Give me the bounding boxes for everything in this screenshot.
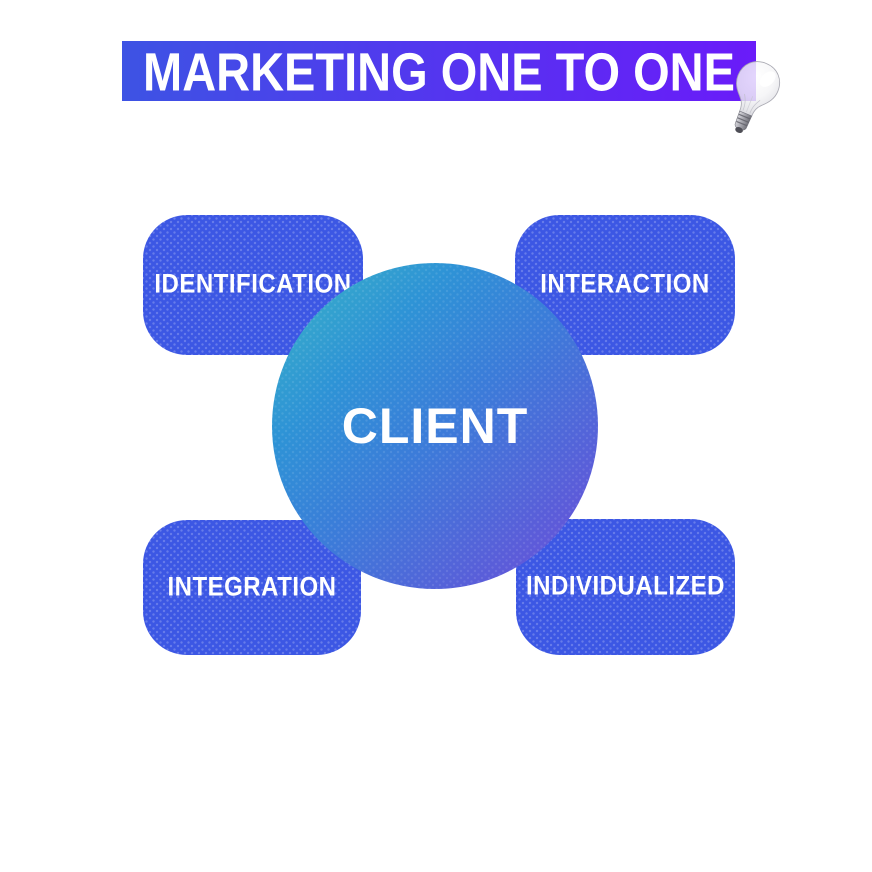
node-label: INTEGRATION xyxy=(167,572,337,602)
node-identification: IDENTIFICATION xyxy=(143,215,363,355)
node-label: INDIVIDUALIZED xyxy=(526,571,725,602)
node-label: INTERACTION xyxy=(540,269,710,300)
node-label: IDENTIFICATION xyxy=(154,269,352,300)
title-banner: MARKETING ONE TO ONE xyxy=(122,41,756,101)
page-title: MARKETING ONE TO ONE xyxy=(143,40,735,102)
node-individualized: INDIVIDUALIZED xyxy=(516,519,735,655)
client-label: CLIENT xyxy=(341,398,529,454)
client-circle: CLIENT xyxy=(272,263,598,589)
lightbulb-icon xyxy=(711,50,793,145)
